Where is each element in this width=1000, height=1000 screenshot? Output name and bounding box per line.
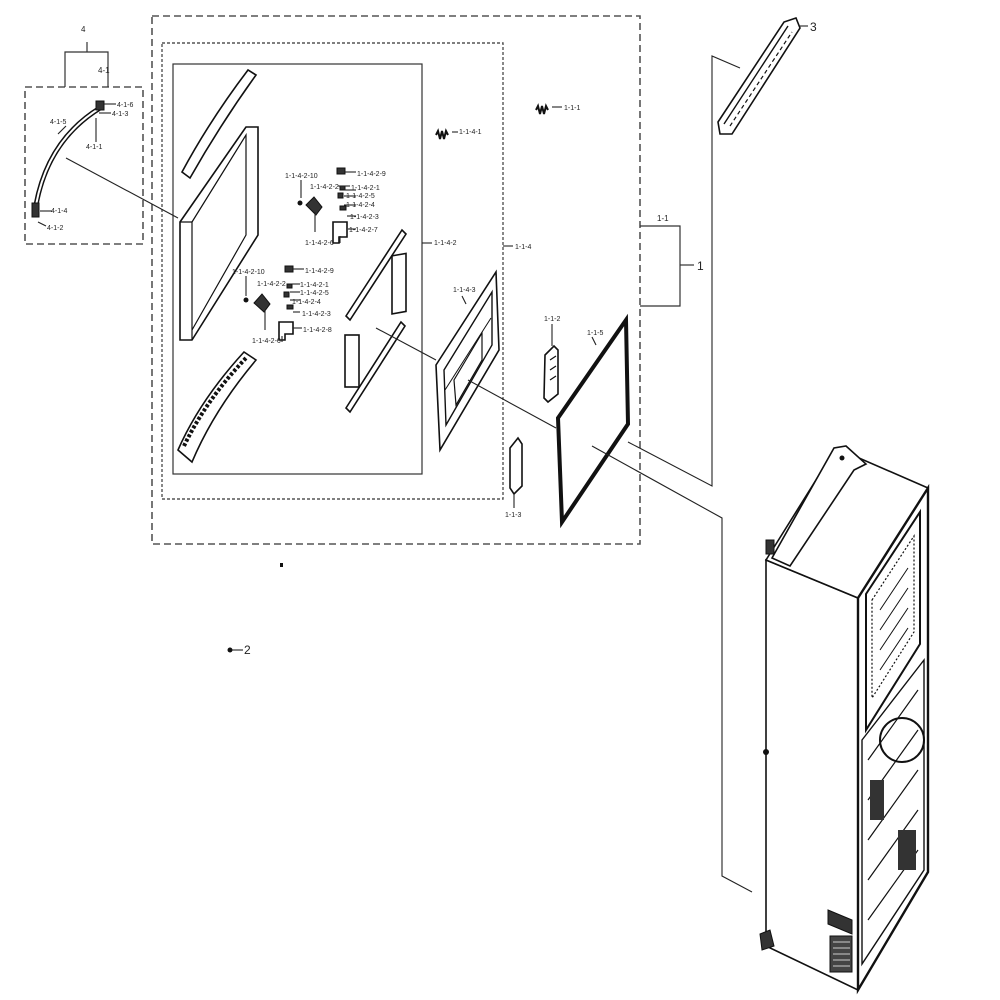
handle-4-1-5 xyxy=(31,100,105,218)
leader-liner-strip xyxy=(375,327,437,361)
label-1-1-4-1: 1-1-4-1 xyxy=(459,129,482,136)
label-upper-1-1-4-2-6: 1-1-4-2-6 xyxy=(305,240,334,247)
assembly-box-1-1-4-2 xyxy=(172,63,423,475)
spring-1-1-4-1 xyxy=(435,128,449,140)
bracket-1-1 xyxy=(640,225,694,307)
label-1-1-1: 1-1-1 xyxy=(564,105,580,112)
label-1-1: 1-1 xyxy=(657,214,669,223)
loose-dot xyxy=(280,563,283,567)
upper-strip xyxy=(344,228,408,322)
label-1-1-4-3: 1-1-4-3 xyxy=(453,287,476,294)
bracket-4 xyxy=(64,42,109,87)
lower-strip xyxy=(344,320,407,414)
gasket-1-1-5 xyxy=(555,313,631,529)
label-upper-1-1-4-2-1: 1-1-4-2-1 xyxy=(351,185,380,192)
label-1-1-3: 1-1-3 xyxy=(505,512,521,519)
label-4-1-4: 4-1-4 xyxy=(51,208,67,215)
label-2: 2 xyxy=(244,643,251,657)
label-upper-1-1-4-2-5: 1-1-4-2-5 xyxy=(346,193,375,200)
label-3: 3 xyxy=(810,20,817,34)
label-upper-1-1-4-2-9: 1-1-4-2-9 xyxy=(357,171,386,178)
label-4-1: 4-1 xyxy=(98,66,110,75)
label-upper-1-1-4-2-2: 1-1-4-2-2 xyxy=(310,184,339,191)
hinge-assembly-lower xyxy=(243,265,294,341)
screw-2 xyxy=(227,647,243,653)
label-lower-1-1-4-2-9: 1-1-4-2-9 xyxy=(305,268,334,275)
hinge-assembly-upper xyxy=(297,167,348,244)
leader-to-hinge-top xyxy=(627,55,741,487)
label-lower-1-1-4-2-8: 1-1-4-2-8 xyxy=(303,327,332,334)
label-upper-1-1-4-2-10: 1-1-4-2-10 xyxy=(285,173,318,180)
label-4-1-3: 4-1-3 xyxy=(112,111,128,118)
hinge-cover-3 xyxy=(717,17,801,135)
door-panel xyxy=(179,126,259,341)
label-lower-1-1-4-2-6: 1-1-4-2-6 xyxy=(252,338,281,345)
label-upper-1-1-4-2-7: 1-1-4-2-7 xyxy=(349,227,378,234)
label-upper-1-1-4-2-3: 1-1-4-2-3 xyxy=(350,214,379,221)
label-4-1-6: 4-1-6 xyxy=(117,102,133,109)
label-upper-1-1-4-2-4: 1-1-4-2-4 xyxy=(346,202,375,209)
hinge-1-1-2 xyxy=(543,344,559,404)
label-1-1-4: 1-1-4 xyxy=(515,244,531,251)
label-1-1-4-2: 1-1-4-2 xyxy=(434,240,457,247)
door-top-cap xyxy=(180,68,258,180)
assembly-box-1-1-4 xyxy=(161,42,504,500)
leader-liner-gasket xyxy=(467,379,557,429)
assembly-box-1-1 xyxy=(151,15,641,545)
leader-gasket-to-cabinet xyxy=(591,445,753,893)
label-4-1-2: 4-1-2 xyxy=(47,225,63,232)
label-4-1-1: 4-1-1 xyxy=(86,144,102,151)
bracket-plate-upper xyxy=(391,252,407,315)
label-4: 4 xyxy=(81,25,86,34)
assembly-box-4-1 xyxy=(24,86,144,245)
label-lower-1-1-4-2-1: 1-1-4-2-1 xyxy=(300,282,329,289)
label-lower-1-1-4-2-2: 1-1-4-2-2 xyxy=(257,281,286,288)
label-1-1-5: 1-1-5 xyxy=(587,330,603,337)
door-liner-1-1-4-3 xyxy=(435,269,500,453)
label-lower-1-1-4-2-3: 1-1-4-2-3 xyxy=(302,311,331,318)
refrigerator-cabinet xyxy=(759,445,930,995)
leader-handle-to-door xyxy=(65,157,179,219)
bracket-plate-lower xyxy=(344,334,360,388)
spring-1-1-1 xyxy=(535,103,549,115)
label-4-1-5: 4-1-5 xyxy=(50,119,66,126)
label-lower-1-1-4-2-4: 1-1-4-2-4 xyxy=(292,299,321,306)
hinge-1-1-3 xyxy=(509,436,523,496)
label-lower-1-1-4-2-5: 1-1-4-2-5 xyxy=(300,290,329,297)
label-lower-1-1-4-2-10: 1-1-4-2-10 xyxy=(232,269,265,276)
label-1: 1 xyxy=(697,259,704,273)
label-1-1-2: 1-1-2 xyxy=(544,316,560,323)
door-bottom-grille xyxy=(177,350,258,464)
